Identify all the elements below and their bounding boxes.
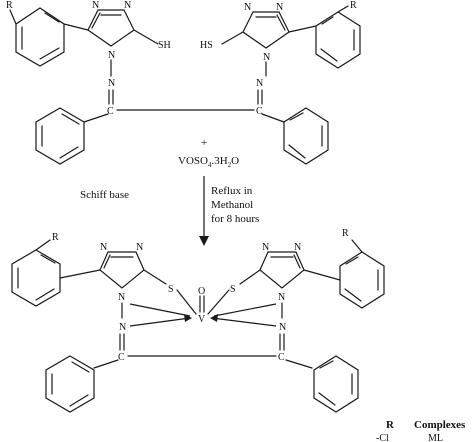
atom-n-bottom-right-1: N (262, 242, 269, 253)
triazole-ring-top-left (87, 9, 135, 47)
substituent-r-top-left: R (6, 0, 13, 11)
atom-n-top-left-ring: N (108, 50, 115, 61)
atom-n-bottom-left-imine: N (119, 322, 126, 333)
thiol-group-top-left: SH (158, 40, 171, 51)
schiff-base-ligand: R N N SH N N C R N N HS N N (6, 0, 361, 165)
phenyl-ring-bottom-left-aryl (11, 249, 61, 307)
schiff-base-label: Schiff base (80, 189, 129, 201)
atom-s-bottom-right: S (230, 284, 236, 295)
atom-n-top-right-ring: N (263, 52, 270, 63)
phenyl-ring-bottom-right-lower (313, 355, 359, 413)
atom-n-top-left-1: N (92, 0, 99, 11)
triazole-ring-bottom-right (259, 251, 305, 289)
triazole-ring-top-right (242, 11, 290, 49)
thiol-group-top-right: HS (200, 40, 213, 51)
atom-n-top-right-imine: N (256, 78, 263, 89)
atom-c-top-left: C (107, 106, 114, 117)
condition-line-1: Reflux in (211, 185, 253, 197)
atom-c-bottom-left: C (118, 352, 125, 363)
atom-s-bottom-left: S (168, 284, 174, 295)
substituent-r-bottom-right: R (342, 228, 349, 239)
table-cell-r-partial: -Cl (376, 433, 389, 442)
plus-sign: + (201, 137, 207, 149)
atom-n-bottom-right-2: N (294, 242, 301, 253)
table-header-r: R (386, 419, 395, 431)
phenyl-ring-top-left-lower (35, 107, 85, 165)
table-cell-complex-partial: ML (428, 433, 443, 442)
condition-line-3: for 8 hours (211, 213, 259, 225)
atom-n-top-left-2: N (124, 0, 131, 11)
atom-v-center: V (198, 314, 206, 325)
atom-n-bottom-right-imine: N (279, 322, 286, 333)
triazole-ring-bottom-left (99, 251, 145, 289)
substituent-r-bottom-left: R (52, 232, 59, 243)
substituent-r-top-right: R (350, 0, 357, 11)
atom-n-bottom-left-1: N (100, 242, 107, 253)
vanadyl-complex: R N N N S V O R N N N S (11, 228, 385, 413)
vanadyl-sulfate-reagent: VOSO4.3H2O (178, 155, 239, 169)
phenyl-ring-top-left-aryl (15, 7, 65, 67)
table-header-complexes: Complexes (414, 419, 466, 431)
atom-n-top-right-1: N (244, 2, 251, 13)
phenyl-ring-bottom-left-lower (45, 355, 95, 413)
atom-n-bottom-left-ring: N (118, 292, 125, 303)
atom-n-bottom-right-ring: N (278, 292, 285, 303)
atom-n-bottom-left-2: N (136, 242, 143, 253)
phenyl-ring-top-right-lower (283, 107, 329, 165)
phenyl-ring-bottom-right-aryl (339, 251, 385, 309)
condition-line-2: Methanol (211, 199, 253, 211)
atom-n-top-left-imine: N (108, 78, 115, 89)
reaction-arrow-head (199, 236, 209, 246)
atom-c-bottom-right: C (278, 352, 285, 363)
atom-n-top-right-2: N (276, 2, 283, 13)
atom-c-top-right: C (256, 106, 263, 117)
atom-o-oxo: O (198, 286, 205, 297)
